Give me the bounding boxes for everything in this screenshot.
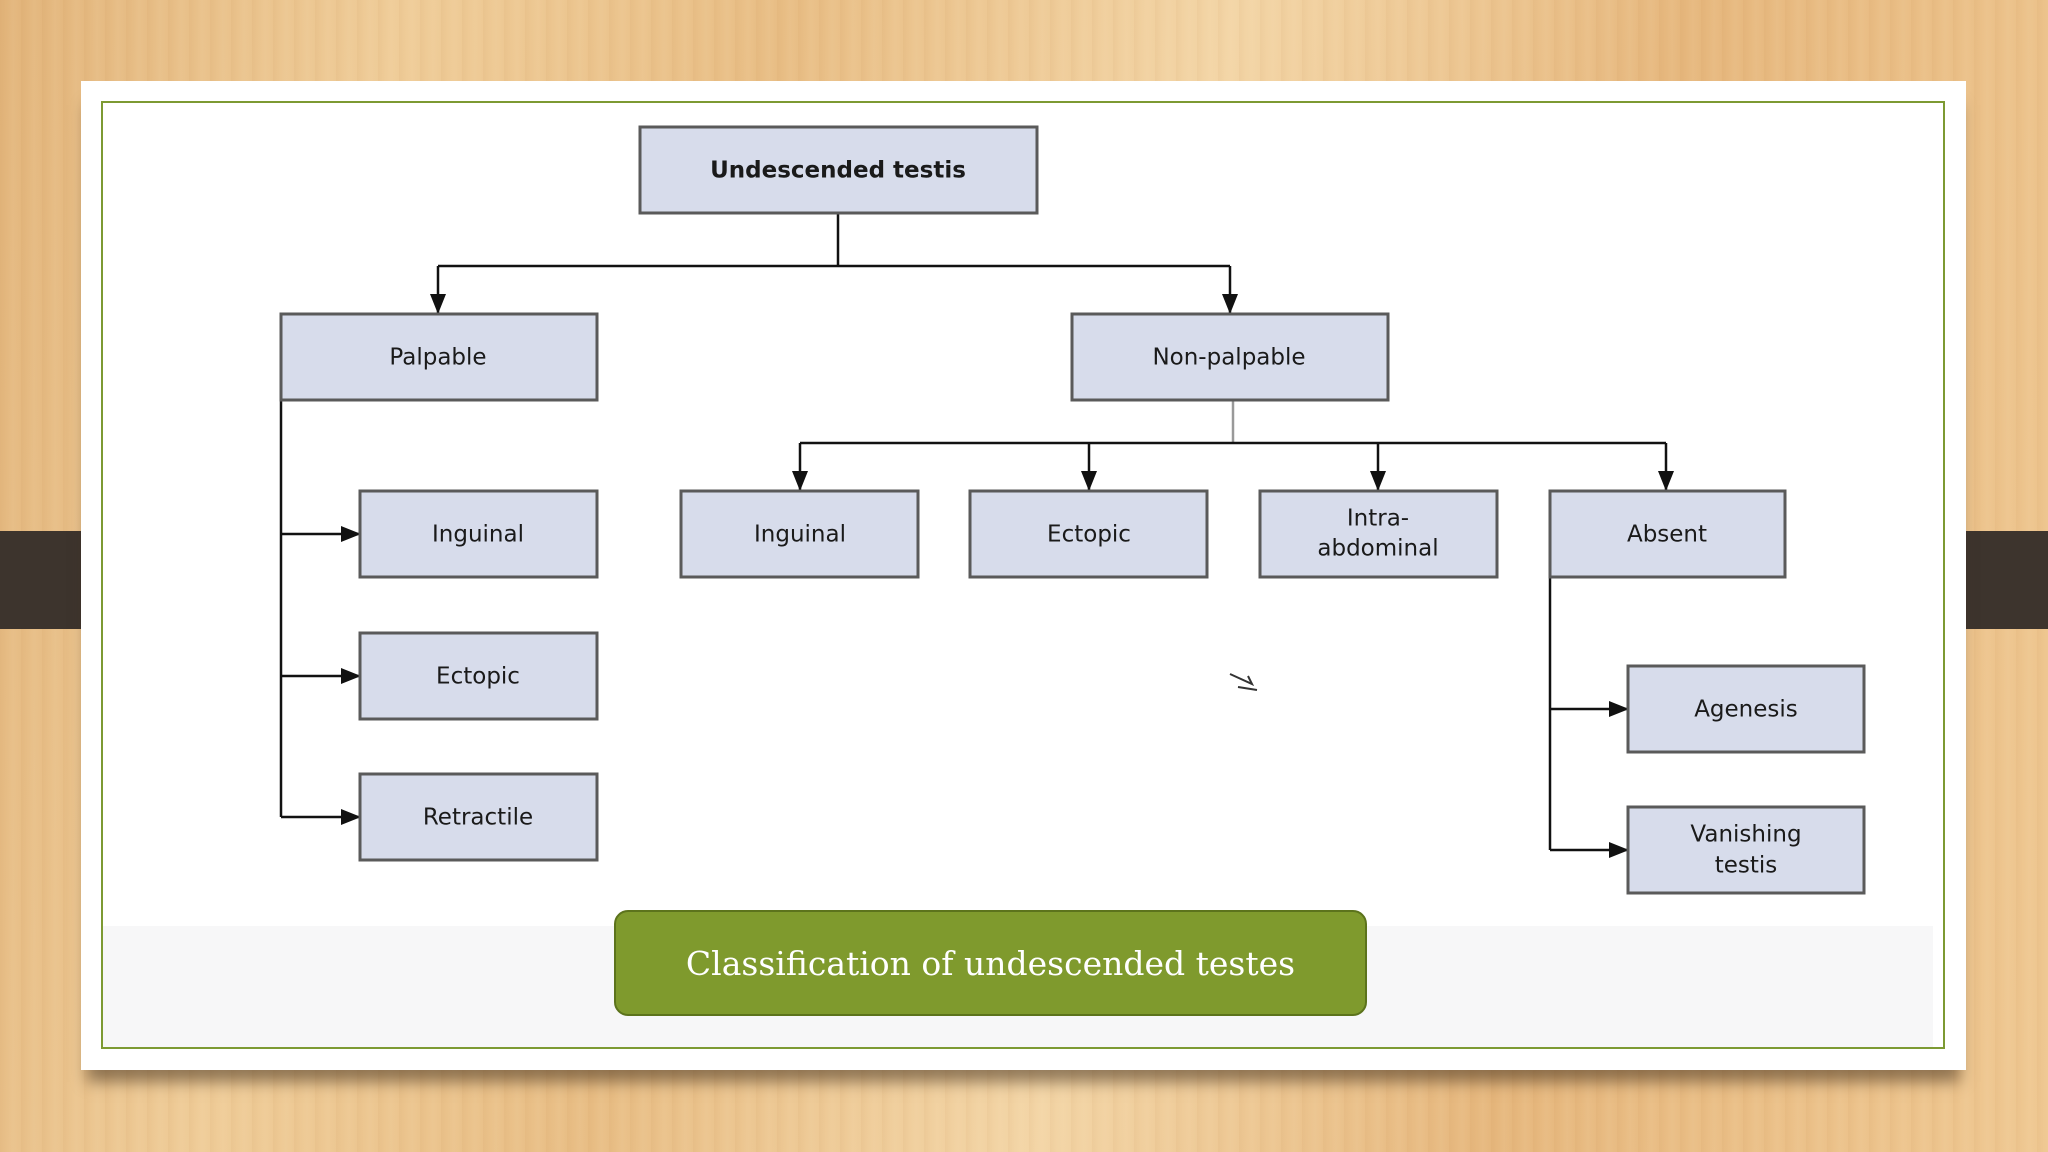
label-p-inguinal: Inguinal (432, 522, 524, 548)
label-vanishing-line1: Vanishing (1690, 822, 1801, 848)
label-palpable: Palpable (389, 345, 486, 371)
label-agenesis: Agenesis (1694, 697, 1798, 723)
caption-text: Classification of undescended testes (685, 943, 1296, 983)
label-n-intra-line2: abdominal (1317, 536, 1438, 562)
node-n-absent (1548, 489, 1787, 579)
label-n-inguinal: Inguinal (754, 522, 846, 548)
label-vanishing-line2: testis (1715, 853, 1778, 879)
node-palpable (279, 312, 599, 402)
node-p-ectopic (358, 631, 599, 721)
label-n-ectopic: Ectopic (1047, 522, 1131, 548)
label-n-absent: Absent (1627, 522, 1707, 548)
caption-box: Classification of undescended testes (614, 910, 1367, 1016)
node-p-inguinal (358, 489, 599, 579)
node-n-ectopic (968, 489, 1209, 579)
node-n-intra-abdominal (1258, 489, 1499, 579)
node-vanishing-testis (1626, 805, 1866, 895)
connectors (279, 213, 1674, 858)
label-undescended-testis: Undescended testis (710, 158, 966, 184)
stray-pen-mark (1229, 673, 1258, 691)
label-n-intra-line1: Intra- (1347, 506, 1409, 532)
node-undescended-testis (638, 125, 1039, 215)
label-p-ectopic: Ectopic (436, 664, 520, 690)
slide-border (101, 101, 1945, 1049)
node-agenesis (1626, 664, 1866, 754)
node-n-inguinal (679, 489, 920, 579)
node-p-retractile (358, 772, 599, 862)
label-nonpalpable: Non-palpable (1152, 345, 1305, 371)
node-nonpalpable (1070, 312, 1390, 402)
label-p-retractile: Retractile (423, 805, 533, 831)
